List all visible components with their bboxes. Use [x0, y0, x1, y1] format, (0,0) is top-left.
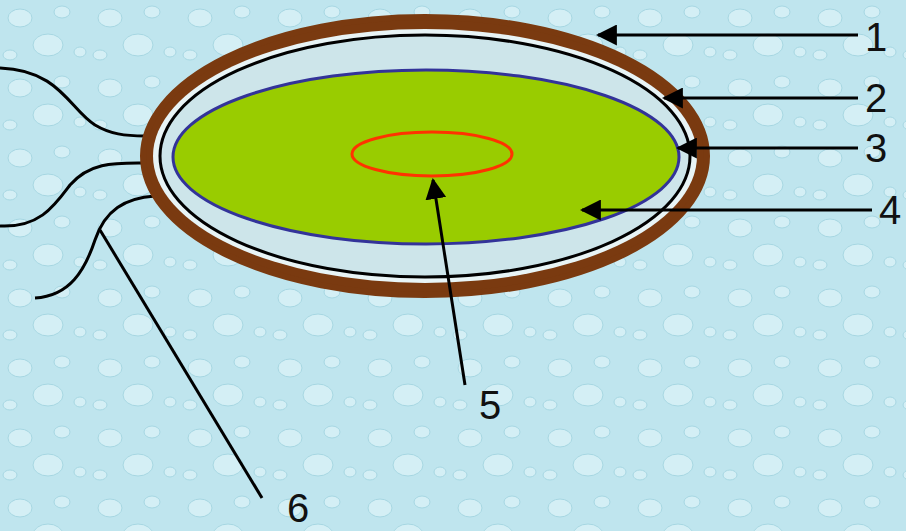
leader-lines	[100, 35, 872, 498]
callout-number: 4	[879, 190, 901, 230]
callout-number: 6	[287, 488, 309, 528]
cytoplasmic-membrane	[173, 70, 679, 244]
callout-number: 5	[479, 385, 501, 425]
callout-number: 1	[865, 17, 887, 57]
capsule	[143, 17, 707, 295]
callout-number: 2	[865, 78, 887, 118]
cell-wall	[160, 35, 690, 277]
callout-number: 3	[865, 128, 887, 168]
nucleoid	[352, 132, 512, 176]
flagella	[0, 68, 155, 298]
capsule-gap	[153, 29, 697, 283]
